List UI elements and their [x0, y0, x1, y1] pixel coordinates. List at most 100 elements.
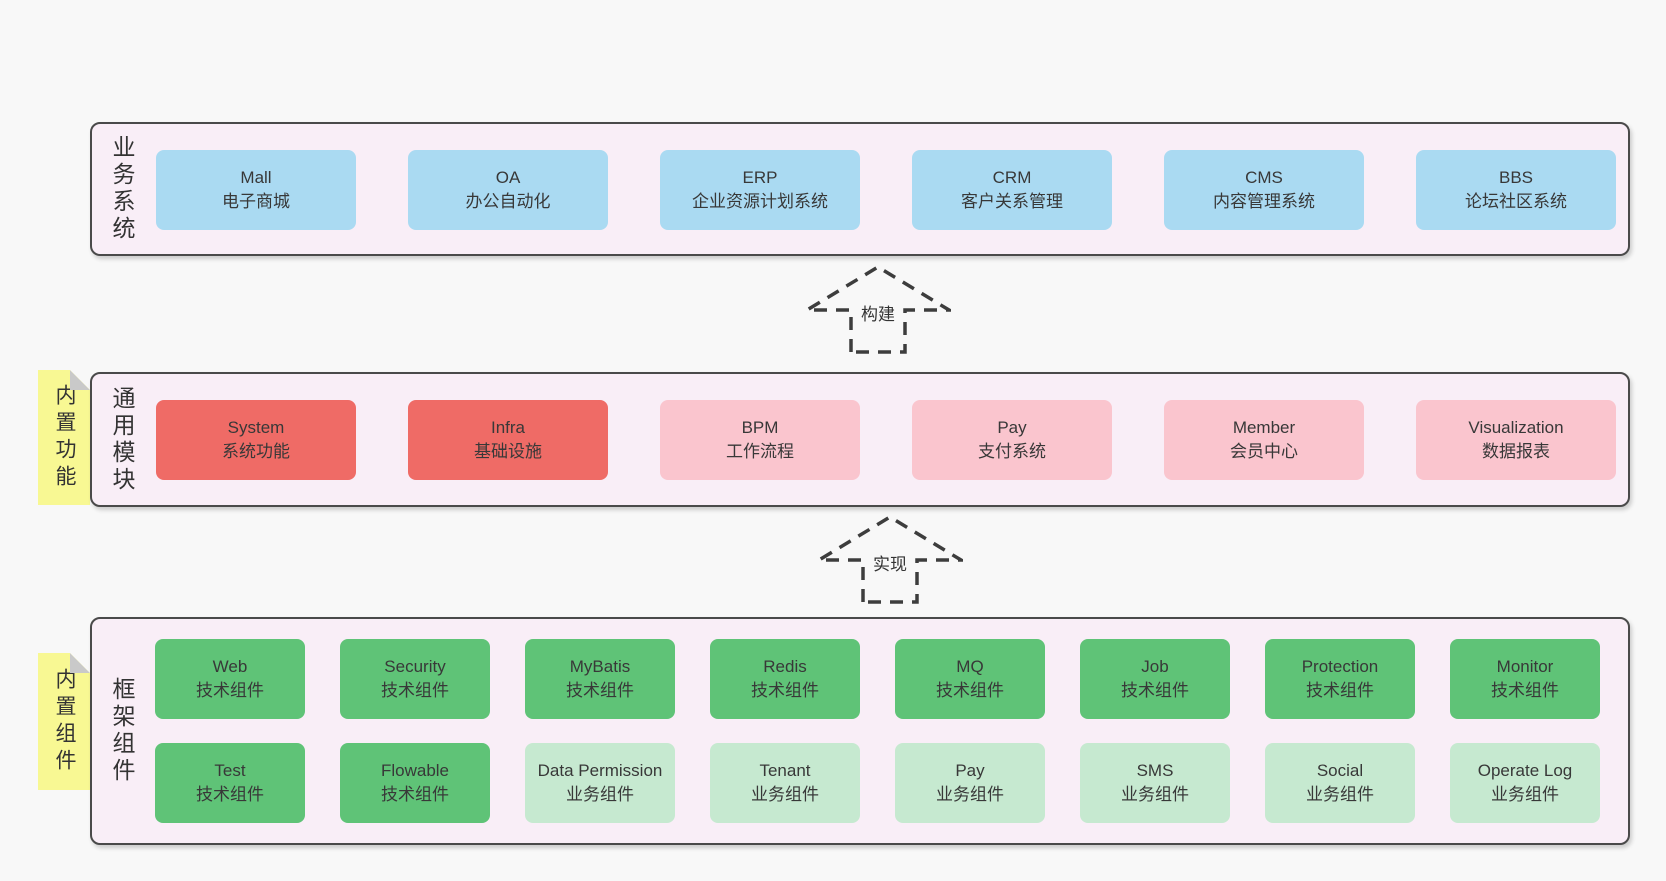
box-title: Test: [214, 761, 246, 780]
box-subtitle: 业务组件: [566, 785, 634, 804]
box-pay: Pay 支付系统: [912, 400, 1112, 480]
box-title: Pay: [997, 418, 1027, 437]
box-title: ERP: [742, 168, 778, 187]
layer-label-framework-components: 框架组件: [109, 677, 135, 785]
box-title: Infra: [490, 418, 526, 437]
box-subtitle: 技术组件: [196, 681, 264, 700]
box-web: Web 技术组件: [155, 639, 305, 719]
tag-text: 内置组件: [53, 667, 76, 776]
box-subtitle: 业务组件: [1306, 785, 1374, 804]
box-test: Test 技术组件: [155, 743, 305, 823]
box-title: Operate Log: [1477, 761, 1573, 780]
business-boxes: Mall 电子商城 OA 办公自动化 ERP 企业资源计划系统 CRM 客户关系…: [156, 150, 1616, 230]
box-subtitle: 企业资源计划系统: [692, 192, 828, 211]
box-subtitle: 内容管理系统: [1213, 192, 1315, 211]
box-visualization: Visualization 数据报表: [1416, 400, 1616, 480]
box-subtitle: 技术组件: [1306, 681, 1374, 700]
box-subtitle: 会员中心: [1230, 442, 1298, 461]
tag-built-in-features: 内置功能: [38, 370, 90, 505]
box-oa: OA 办公自动化: [408, 150, 608, 230]
layer-label-business-systems: 业务系统: [109, 135, 135, 243]
box-title: CMS: [1245, 168, 1283, 187]
box-subtitle: 技术组件: [1491, 681, 1559, 700]
box-title: Security: [384, 657, 446, 676]
box-subtitle: 数据报表: [1482, 442, 1550, 461]
layer-common-modules: 通用模块 System 系统功能 Infra 基础设施 BPM 工作流程 Pay…: [90, 372, 1630, 507]
box-mall: Mall 电子商城: [156, 150, 356, 230]
box-title: SMS: [1136, 761, 1174, 780]
box-title: Pay: [955, 761, 985, 780]
arrow-implement-label: 实现: [870, 550, 910, 575]
box-title: Social: [1316, 761, 1364, 780]
box-mq: MQ 技术组件: [895, 639, 1045, 719]
box-title: Redis: [763, 657, 807, 676]
box-subtitle: 技术组件: [751, 681, 819, 700]
box-sms: SMS 业务组件: [1080, 743, 1230, 823]
box-subtitle: 技术组件: [936, 681, 1004, 700]
box-title: Job: [1141, 657, 1169, 676]
box-title: MQ: [956, 657, 984, 676]
box-title: OA: [495, 168, 521, 187]
box-social: Social 业务组件: [1265, 743, 1415, 823]
box-title: BPM: [741, 418, 779, 437]
box-security: Security 技术组件: [340, 639, 490, 719]
box-title: Web: [212, 657, 248, 676]
tag-built-in-components: 内置组件: [38, 653, 90, 790]
box-infra: Infra 基础设施: [408, 400, 608, 480]
box-pay-business: Pay 业务组件: [895, 743, 1045, 823]
box-subtitle: 技术组件: [381, 681, 449, 700]
box-system: System 系统功能: [156, 400, 356, 480]
arrow-build-label: 构建: [858, 300, 898, 325]
box-erp: ERP 企业资源计划系统: [660, 150, 860, 230]
component-row-1: Web 技术组件 Security 技术组件 MyBatis 技术组件 Redi…: [155, 639, 1600, 719]
box-protection: Protection 技术组件: [1265, 639, 1415, 719]
box-title: CRM: [992, 168, 1032, 187]
component-row-2: Test 技术组件 Flowable 技术组件 Data Permission …: [155, 743, 1600, 823]
box-subtitle: 业务组件: [1121, 785, 1189, 804]
box-title: Protection: [1301, 657, 1379, 676]
box-title: Visualization: [1468, 418, 1564, 437]
box-subtitle: 技术组件: [1121, 681, 1189, 700]
box-subtitle: 基础设施: [474, 442, 542, 461]
box-subtitle: 业务组件: [751, 785, 819, 804]
box-flowable: Flowable 技术组件: [340, 743, 490, 823]
layer-label-common-modules: 通用模块: [109, 385, 135, 494]
box-subtitle: 技术组件: [196, 785, 264, 804]
arrow-implement: 实现: [817, 514, 963, 606]
box-redis: Redis 技术组件: [710, 639, 860, 719]
box-bbs: BBS 论坛社区系统: [1416, 150, 1616, 230]
box-subtitle: 系统功能: [222, 442, 290, 461]
box-title: Mall: [240, 168, 272, 187]
box-subtitle: 技术组件: [381, 785, 449, 804]
box-monitor: Monitor 技术组件: [1450, 639, 1600, 719]
box-subtitle: 业务组件: [1491, 785, 1559, 804]
box-job: Job 技术组件: [1080, 639, 1230, 719]
box-title: Member: [1232, 418, 1296, 437]
box-subtitle: 工作流程: [726, 442, 794, 461]
layer-framework-components: 框架组件 Web 技术组件 Security 技术组件 MyBatis 技术组件…: [90, 617, 1630, 845]
box-title: System: [227, 418, 285, 437]
box-subtitle: 论坛社区系统: [1465, 192, 1567, 211]
box-title: Tenant: [759, 761, 811, 780]
tag-text: 内置功能: [53, 383, 76, 492]
box-tenant: Tenant 业务组件: [710, 743, 860, 823]
box-subtitle: 电子商城: [222, 192, 290, 211]
module-boxes: System 系统功能 Infra 基础设施 BPM 工作流程 Pay 支付系统…: [156, 400, 1616, 480]
box-subtitle: 支付系统: [978, 442, 1046, 461]
box-member: Member 会员中心: [1164, 400, 1364, 480]
box-subtitle: 技术组件: [566, 681, 634, 700]
box-title: Monitor: [1496, 657, 1554, 676]
box-title: Flowable: [380, 761, 450, 780]
box-crm: CRM 客户关系管理: [912, 150, 1112, 230]
box-subtitle: 业务组件: [936, 785, 1004, 804]
box-data-permission: Data Permission 业务组件: [525, 743, 675, 823]
box-bpm: BPM 工作流程: [660, 400, 860, 480]
arrow-build: 构建: [805, 264, 951, 356]
box-cms: CMS 内容管理系统: [1164, 150, 1364, 230]
box-operate-log: Operate Log 业务组件: [1450, 743, 1600, 823]
layer-business-systems: 业务系统 Mall 电子商城 OA 办公自动化 ERP 企业资源计划系统 CRM…: [90, 122, 1630, 256]
box-mybatis: MyBatis 技术组件: [525, 639, 675, 719]
box-title: BBS: [1498, 168, 1534, 187]
box-title: MyBatis: [569, 657, 631, 676]
box-title: Data Permission: [537, 761, 663, 780]
